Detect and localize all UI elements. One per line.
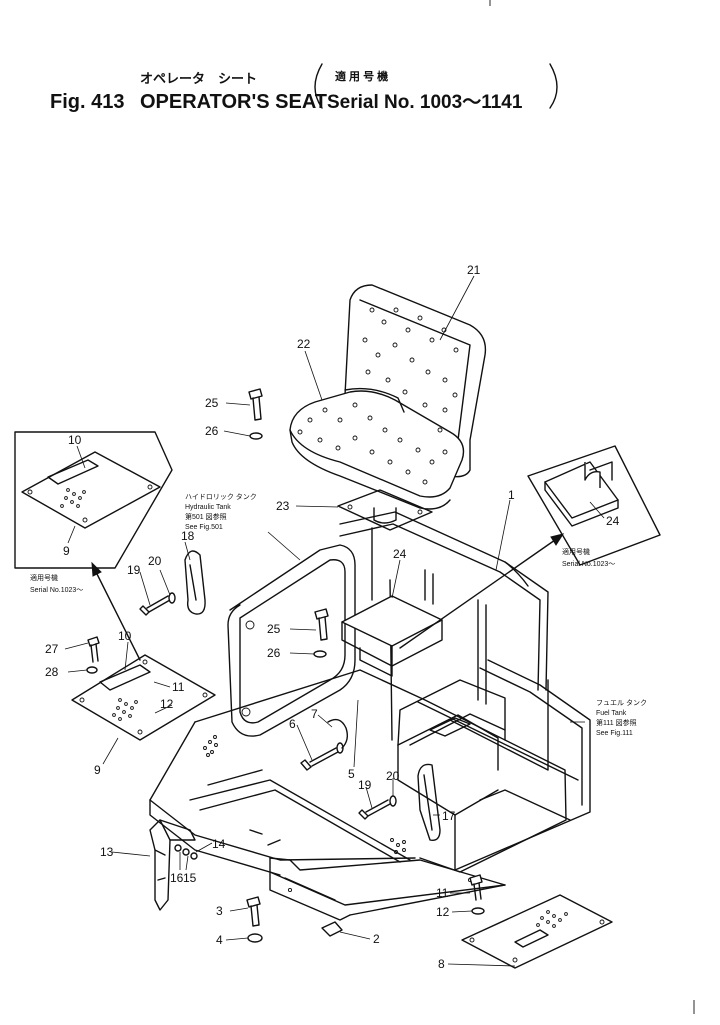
handle bbox=[417, 763, 441, 841]
callout-3: 3 bbox=[216, 904, 223, 918]
callout-14: 14 bbox=[212, 837, 226, 851]
callout-26-top: 26 bbox=[205, 424, 219, 438]
serial-note-jp-left: 適用号機 bbox=[30, 573, 58, 582]
reference-notes: ハイドロリック タンク Hydraulic Tank 第501 図参照 See … bbox=[30, 492, 647, 737]
callout-22: 22 bbox=[297, 337, 311, 351]
callout-numbers: 21 22 25 26 23 1 24 24 18 20 19 10 9 27 … bbox=[45, 263, 620, 971]
callout-26-mid: 26 bbox=[267, 646, 281, 660]
callout-9-main: 9 bbox=[94, 763, 101, 777]
operator-seat bbox=[289, 284, 487, 510]
seat-cushion bbox=[289, 390, 465, 498]
hydraulic-ref-en: See Fig.501 bbox=[185, 524, 223, 531]
callout-5: 5 bbox=[348, 767, 355, 781]
lever-bracket bbox=[149, 819, 196, 911]
title-paren-open bbox=[314, 63, 323, 109]
inset-left bbox=[14, 431, 173, 569]
callout-16: 16 bbox=[170, 871, 184, 885]
floor-plate-right bbox=[461, 894, 613, 969]
fuel-note-jp: フュエル タンク bbox=[596, 698, 647, 707]
callout-20-mid: 20 bbox=[386, 769, 400, 783]
seat-bracket bbox=[341, 595, 443, 677]
leader-lines bbox=[64, 275, 605, 967]
edge-marks bbox=[489, 0, 695, 1014]
callout-10-main: 10 bbox=[118, 629, 132, 643]
hydraulic-tank bbox=[227, 544, 356, 737]
callout-25-mid: 25 bbox=[267, 622, 281, 636]
fuel-tank bbox=[397, 679, 506, 746]
seat-base-plate bbox=[337, 489, 433, 531]
hydraulic-note-en: Hydraulic Tank bbox=[185, 504, 231, 511]
fig-title: OPERATOR'S SEAT bbox=[140, 91, 327, 113]
hook bbox=[184, 550, 206, 615]
fasteners bbox=[86, 388, 485, 943]
callout-12-left: 12 bbox=[160, 697, 174, 711]
callout-12-right: 12 bbox=[436, 905, 450, 919]
floor-plate-left bbox=[71, 654, 216, 741]
callout-11-left: 11 bbox=[172, 680, 185, 694]
callout-23: 23 bbox=[276, 499, 290, 513]
serial-note-jp-right: 適用号機 bbox=[562, 547, 590, 556]
inset-right bbox=[527, 445, 661, 566]
callout-11-right: 11 bbox=[436, 886, 449, 900]
fuel-ref-jp: 第111 図参照 bbox=[596, 718, 637, 727]
callout-8: 8 bbox=[438, 957, 445, 971]
callout-7: 7 bbox=[311, 707, 318, 721]
callout-1: 1 bbox=[508, 488, 515, 502]
callout-17: 17 bbox=[442, 809, 456, 823]
seat-frame bbox=[339, 511, 591, 871]
callout-19-mid: 19 bbox=[358, 778, 372, 792]
fuel-note-en: Fuel Tank bbox=[596, 710, 627, 717]
callout-2: 2 bbox=[373, 932, 380, 946]
callout-21: 21 bbox=[467, 263, 481, 277]
callout-27: 27 bbox=[45, 642, 59, 656]
callout-24-inset: 24 bbox=[606, 514, 620, 528]
fig-serial: Serial No. 1003～1141 bbox=[327, 92, 523, 113]
title-jp-serial: 適 用 号 機 bbox=[335, 69, 388, 83]
callout-18: 18 bbox=[181, 529, 195, 543]
fig-number: Fig. 413 bbox=[50, 91, 124, 113]
title-block: オペレータ シート 適 用 号 機 Fig. 413 OPERATOR'S SE… bbox=[50, 63, 558, 113]
callout-9-inset: 9 bbox=[63, 544, 70, 558]
serial-note-en-left: Serial No.1023～ bbox=[30, 587, 83, 594]
callout-20-left: 20 bbox=[148, 554, 162, 568]
floor-structure bbox=[149, 669, 567, 921]
title-paren-close bbox=[549, 63, 558, 109]
hydraulic-ref-jp: 第501 図参照 bbox=[185, 512, 227, 521]
callout-28: 28 bbox=[45, 665, 59, 679]
callout-15: 15 bbox=[183, 871, 197, 885]
arrows bbox=[91, 533, 565, 661]
callout-19-left: 19 bbox=[127, 563, 141, 577]
fuel-ref-en: See Fig.111 bbox=[596, 730, 633, 737]
callout-4: 4 bbox=[216, 933, 223, 947]
callout-24-main: 24 bbox=[393, 547, 407, 561]
callout-10-inset: 10 bbox=[68, 433, 82, 447]
callout-13: 13 bbox=[100, 845, 114, 859]
callout-25-top: 25 bbox=[205, 396, 219, 410]
callout-6: 6 bbox=[289, 717, 296, 731]
serial-note-en-right: Serial No.1023～ bbox=[562, 561, 615, 568]
title-jp-line: オペレータ シート bbox=[140, 71, 257, 86]
hydraulic-note-jp: ハイドロリック タンク bbox=[185, 492, 257, 501]
